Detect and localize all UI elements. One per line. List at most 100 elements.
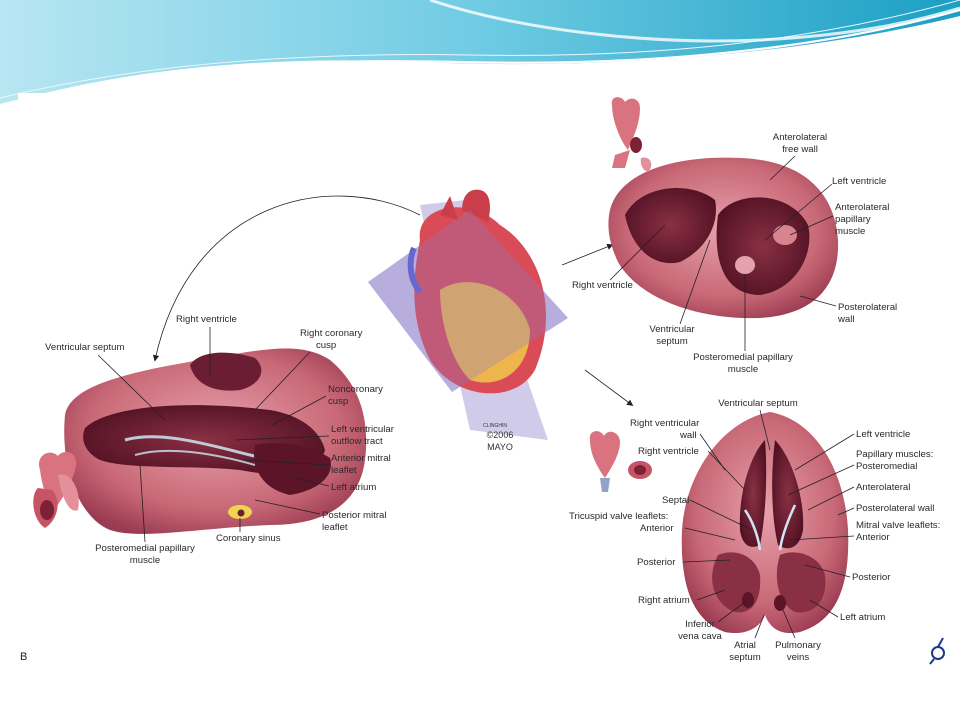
leader-right-coronary-cusp (254, 351, 311, 411)
leader-papillary-posteromedial (787, 464, 855, 496)
label-anterior-mitral-1: Anterior mitral (331, 453, 391, 464)
label-papillary-muscles-2: Posteromedial (856, 461, 917, 472)
label-posterolateral-wall-top-2: wall (837, 314, 855, 325)
label-ventricular-septum-top-1: Ventricular (649, 324, 695, 335)
journal-logo-icon (929, 637, 945, 665)
header-wave-decoration (0, 0, 960, 107)
label-posterolateral-wall-bottom: Posterolateral wall (856, 503, 934, 514)
leader-posterior-mitral (254, 499, 321, 515)
label-right-ventricle-left: Right ventricle (176, 314, 237, 325)
label-left-ventricle-top: Left ventricle (832, 176, 886, 187)
label-anterolateral-papillary-1: Anterolateral (835, 202, 889, 213)
arrow-to-four-chamber (584, 369, 634, 406)
label-posterior-left: Posterior (637, 557, 676, 568)
label-atrial-septum-2: septum (729, 652, 760, 663)
leader-posteromedial-papillary-left (139, 464, 146, 543)
label-right-coronary-cusp-1: Right coronary (300, 328, 363, 339)
copyright-credit: CLINGHIN ©2006 MAYO (483, 423, 513, 452)
four-chamber-section-illustration (681, 412, 849, 634)
label-anterolateral-papillary-2: papillary (835, 214, 871, 225)
leader-pulmonary-veins (782, 609, 796, 639)
label-septal: Septal (662, 495, 689, 506)
leader-mitral-anterior (789, 535, 855, 541)
leader-lv-outflow (234, 435, 330, 441)
label-noncoronary-cusp-1: Noncoronary (328, 384, 383, 395)
label-papillary-muscles-1: Papillary muscles: (856, 449, 933, 460)
label-posteromedial-papillary-left-1: Posteromedial papillary (95, 543, 195, 554)
leader-right-ventricle-top (609, 224, 666, 281)
credit-year: ©2006 (487, 430, 514, 440)
leader-posterolateral-wall-top (799, 295, 837, 307)
leader-anterolateral-bottom (807, 486, 855, 511)
leader-anterior-mitral (244, 459, 330, 466)
label-tricuspid-leaflets-1: Tricuspid valve leaflets: (569, 511, 668, 522)
label-right-atrium: Right atrium (638, 595, 690, 606)
label-left-atrium-bottom: Left atrium (840, 612, 885, 623)
label-posteromedial-papillary-left-2: muscle (130, 555, 160, 566)
label-right-ventricle-top: Right ventricle (572, 280, 633, 291)
label-tricuspid-leaflets-2: Anterior (640, 523, 674, 534)
label-posterolateral-wall-top-1: Posterolateral (838, 302, 897, 313)
label-anterior-mitral-2: leaflet (331, 465, 357, 476)
label-mitral-leaflets-2: Anterior (856, 532, 890, 543)
label-right-ventricle-bottom: Right ventricle (638, 446, 699, 457)
label-left-ventricle-bottom: Left ventricle (856, 429, 910, 440)
label-inferior-vena-cava-1: Inferior (685, 619, 716, 630)
leader-anterolateral-papillary (789, 215, 834, 236)
leader-ventricular-septum-top (679, 239, 711, 325)
leader-left-atrium-bottom (809, 599, 839, 618)
long-axis-section-illustration (64, 348, 367, 534)
label-left-atrium-left: Left atrium (331, 482, 376, 493)
label-anterolateral-free-wall-2: free wall (782, 144, 818, 155)
label-lv-outflow-1: Left ventricular (331, 424, 395, 435)
label-posterior-mitral-2: leaflet (322, 522, 348, 533)
label-lv-outflow-2: outflow tract (331, 436, 383, 447)
label-right-ventricular-wall-2: wall (679, 430, 697, 441)
label-right-ventricular-wall-1: Right ventricular (630, 418, 700, 429)
leader-atrial-septum (754, 614, 765, 639)
leader-anterolateral-free-wall (769, 155, 796, 181)
leader-left-ventricle-bottom (794, 433, 855, 471)
credit-small: CLINGHIN (483, 423, 507, 429)
leader-posterior-left (682, 559, 731, 563)
label-inferior-vena-cava-2: vena cava (678, 631, 722, 642)
leader-tricuspid-anterior (684, 527, 736, 541)
label-noncoronary-cusp-2: cusp (328, 396, 348, 407)
leader-posterolateral-wall-bottom (837, 507, 855, 516)
label-anterolateral-free-wall-1: Anterolateral (773, 132, 827, 143)
label-anterolateral-papillary-3: muscle (835, 226, 865, 237)
small-heart-icon-top (611, 97, 652, 172)
leader-right-ventricle-bottom (707, 450, 746, 491)
label-coronary-sinus: Coronary sinus (216, 533, 281, 544)
leader-left-ventricle-top (764, 183, 833, 241)
leader-inferior-vena-cava (717, 601, 746, 623)
label-posteromedial-papillary-top-1: Posteromedial papillary (693, 352, 793, 363)
label-pulmonary-veins-1: Pulmonary (775, 640, 821, 651)
label-anterolateral-bottom: Anterolateral (856, 482, 910, 493)
central-heart-illustration (368, 189, 568, 440)
label-ventricular-septum: Ventricular septum (45, 342, 124, 353)
label-posterior-right: Posterior (852, 572, 891, 583)
leader-posterior-right (804, 564, 851, 578)
label-right-coronary-cusp-2: cusp (316, 340, 336, 351)
label-pulmonary-veins-2: veins (787, 652, 810, 663)
arrow-to-short-axis (561, 243, 614, 266)
small-heart-icon-left (33, 451, 79, 528)
leader-noncoronary-cusp (271, 395, 327, 426)
panel-letter: B (20, 651, 27, 663)
leader-right-atrium (696, 589, 726, 601)
small-heart-icon-bottom (589, 431, 652, 492)
label-posterior-mitral-1: Posterior mitral (322, 510, 387, 521)
label-mitral-leaflets-1: Mitral valve leaflets: (856, 520, 940, 531)
label-atrial-septum-1: Atrial (734, 640, 756, 651)
label-ventricular-septum-top-2: septum (656, 336, 687, 347)
short-axis-section-illustration (608, 157, 839, 319)
label-posteromedial-papillary-top-2: muscle (728, 364, 758, 375)
label-ventricular-septum-bottom: Ventricular septum (718, 398, 797, 409)
leader-septal (689, 499, 753, 531)
arrow-to-long-axis (152, 195, 421, 362)
leader-left-atrium-left (294, 477, 330, 487)
credit-org: MAYO (487, 442, 513, 452)
leader-ventricular-septum (97, 354, 166, 421)
